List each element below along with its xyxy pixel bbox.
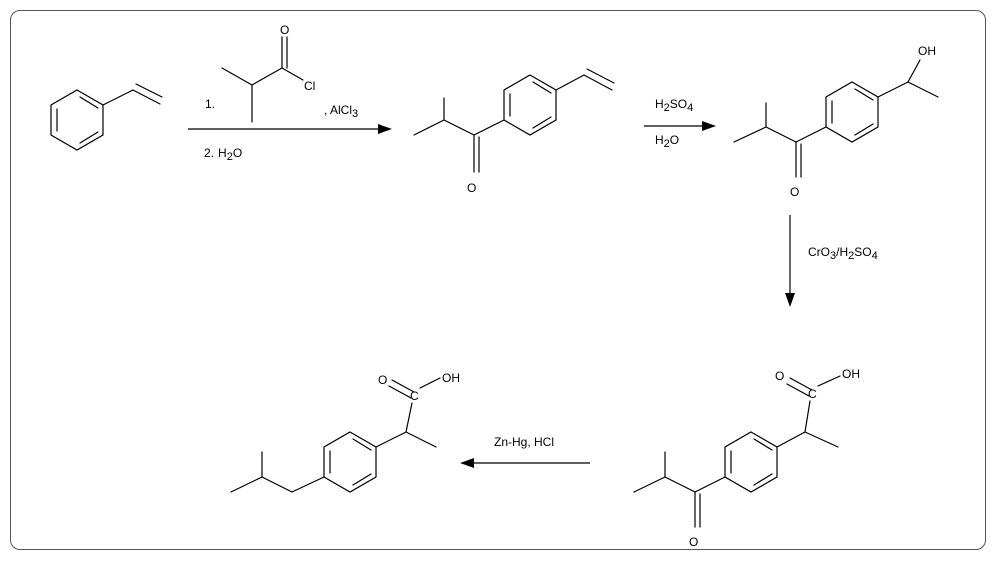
keto-acid [633, 375, 841, 528]
step3-oxidant: CrO3/H2SO4 [808, 245, 878, 262]
atom-oh: OH [918, 44, 936, 58]
diagram-frame [10, 10, 986, 550]
atom-o: O [280, 23, 289, 37]
atom-o: O [378, 373, 387, 387]
atom-o: O [467, 181, 476, 195]
arrow-step2 [644, 121, 716, 131]
step1-catalyst: , AlCl3 [324, 103, 358, 120]
step1-workup: 2.H2O [204, 146, 242, 163]
arrow-step4 [460, 458, 590, 468]
ibuprofen [230, 377, 441, 493]
step1-number-1: 1. [205, 97, 215, 111]
atom-o: O [775, 369, 784, 383]
arrow-step1 [188, 124, 392, 134]
atom-cl: Cl [304, 79, 315, 93]
step2-water: H2O [655, 133, 679, 150]
step2-acid: H2SO4 [655, 97, 693, 114]
atom-oh: OH [842, 367, 860, 381]
atom-c: C [808, 387, 817, 401]
styrene [50, 83, 163, 151]
alcohol-ketone [733, 59, 939, 178]
isobutyryl-chloride [221, 36, 304, 123]
atom-o: O [790, 185, 799, 199]
atom-c: C [410, 389, 419, 403]
step4-reduction: Zn-Hg, HCl [494, 435, 554, 449]
vinyl-ketone [413, 68, 615, 173]
atom-o: O [689, 535, 698, 549]
arrow-step3 [785, 215, 795, 307]
atom-oh: OH [442, 371, 460, 385]
